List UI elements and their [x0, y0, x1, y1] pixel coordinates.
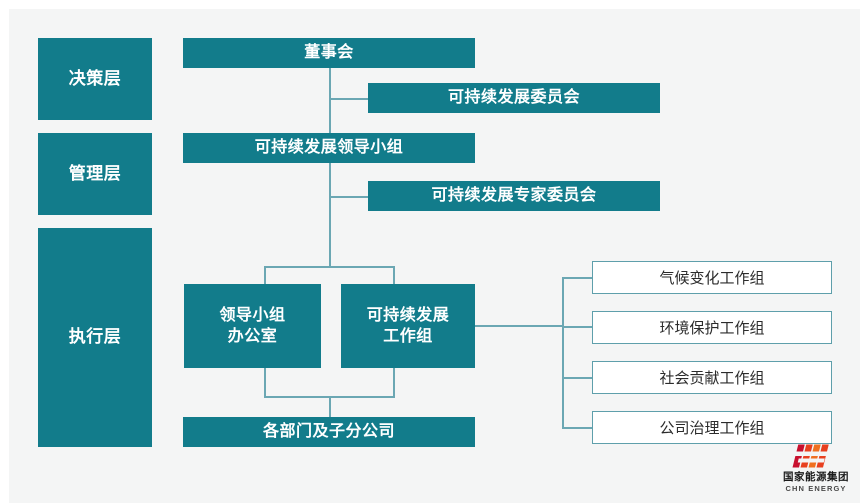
node-leading-group-office[interactable]: 领导小组 办公室: [184, 284, 321, 368]
connector-wg-branch-1: [562, 277, 592, 279]
working-group-environmental-protection[interactable]: 环境保护工作组: [592, 311, 832, 344]
chn-energy-logo-mark: [792, 444, 837, 468]
connector-board-to-committee: [329, 98, 369, 100]
node-sd-working-group[interactable]: 可持续发展 工作组: [341, 284, 475, 368]
connector-departments-stem: [329, 396, 331, 418]
logo-text-en: CHN ENERGY: [785, 483, 847, 493]
logo-text-cn: 国家能源集团: [783, 471, 849, 483]
connector-office-down: [264, 367, 266, 397]
connector-board-trunk: [329, 68, 331, 268]
connector-execution-split-bar: [264, 266, 395, 268]
connector-wg-branch-3: [562, 377, 592, 379]
connector-wg-feeder: [475, 325, 563, 327]
layer-decision[interactable]: 决策层: [38, 38, 152, 120]
node-board-of-directors[interactable]: 董事会: [183, 38, 475, 68]
connector-working-group-down: [393, 367, 395, 397]
connector-wg-branch-2: [562, 326, 592, 328]
node-departments-subsidiaries[interactable]: 各部门及子分公司: [183, 417, 475, 447]
layer-management[interactable]: 管理层: [38, 133, 152, 215]
node-sd-expert-committee[interactable]: 可持续发展专家委员会: [368, 181, 660, 211]
working-group-corporate-governance[interactable]: 公司治理工作组: [592, 411, 832, 444]
node-sd-committee[interactable]: 可持续发展委员会: [368, 83, 660, 113]
node-sd-leading-group[interactable]: 可持续发展领导小组: [183, 133, 475, 163]
top-gutter: [0, 0, 860, 9]
chn-energy-logo: 国家能源集团 CHN ENERGY: [778, 441, 854, 497]
connector-wg-branch-4: [562, 427, 592, 429]
connector-leading-to-expert: [329, 196, 369, 198]
left-gutter: [0, 0, 9, 503]
layer-execution[interactable]: 执行层: [38, 228, 152, 447]
connector-to-sd-working-group: [393, 266, 395, 285]
connector-wg-trunk: [562, 277, 564, 428]
working-group-climate-change[interactable]: 气候变化工作组: [592, 261, 832, 294]
connector-to-leading-office: [264, 266, 266, 285]
working-group-social-contribution[interactable]: 社会贡献工作组: [592, 361, 832, 394]
